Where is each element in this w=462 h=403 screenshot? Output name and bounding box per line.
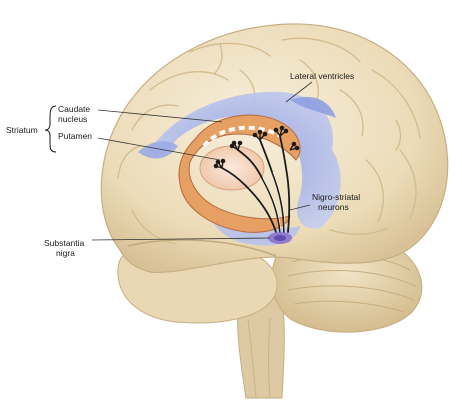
leader-lateral-ventricles [285, 81, 313, 103]
leader-substantia-nigra [91, 237, 271, 241]
leader-caudate [97, 109, 223, 123]
lateral-ventricle-shape [150, 91, 341, 229]
striatum-brace [44, 105, 57, 153]
label-substantia-nigra-line1: Substantia [44, 238, 84, 248]
label-striatum: Striatum [6, 125, 38, 135]
label-nigro-striatal-line2: neurons [318, 202, 349, 212]
brain-stem [236, 297, 285, 399]
caudate-shape [178, 114, 301, 233]
nigro-striatal-tracts [221, 135, 291, 233]
leader-putamen [97, 137, 221, 161]
label-putamen: Putamen [58, 131, 92, 141]
axon-terminals [213, 125, 300, 169]
leader-nigro-striatal [289, 204, 311, 211]
label-nigro-striatal-line1: Nigro-striatal [312, 192, 360, 202]
label-substantia-nigra-line2: nigra [56, 248, 75, 258]
label-lateral-ventricles: Lateral ventricles [290, 71, 354, 81]
label-caudate-line1: Caudate [58, 104, 90, 114]
putamen-shape [199, 145, 265, 191]
label-caudate-line2: nucleus [58, 114, 87, 124]
cerebrum [100, 23, 449, 274]
